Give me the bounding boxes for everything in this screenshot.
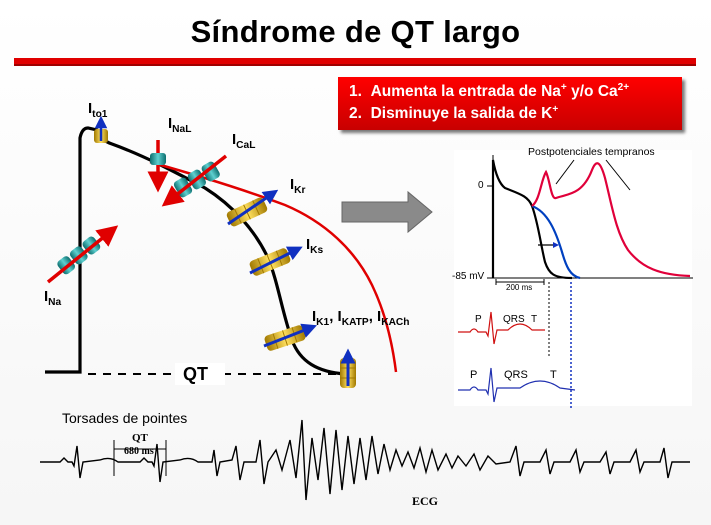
ical-label: ICaL [232,131,256,151]
mechanism-item-1: 1. Aumenta la entrada de Na+ y/o Ca2+ [349,82,630,101]
ecg-bottom-t: T [550,369,557,381]
iks-outward-arrow-icon [249,246,303,275]
ikr-channel-icon [226,189,279,227]
torsades-ecg-trace [40,419,690,501]
ap-duration-label: 200 ms [506,283,533,292]
ikr-label: IKr [290,176,306,196]
prolonged-ap-trace [531,204,581,280]
ito1-label: Ito1 [88,100,108,120]
ecg-bottom-trace [458,367,576,403]
ecg-top-p: P [475,314,482,325]
ecg-label: ECG [412,494,439,508]
iks-channel-icon [249,246,303,276]
ead-ap-trace [531,162,691,278]
ical-inward-arrow-icon [161,154,228,207]
gray-right-arrow-icon [341,190,433,234]
ead-label: Postpotenciales tempranos [528,146,655,158]
qt-label: QT [183,364,208,384]
ikr-outward-arrow-icon [227,189,279,226]
inal-channel-icon [150,153,166,165]
ecg-bottom-p: P [470,369,478,381]
ecg-top-t: T [531,314,538,325]
ecg-top-qrs: QRS [503,314,525,325]
ap-rest-label: -85 mV [452,271,485,282]
torsades-qt-ms: 680 ms [124,446,154,457]
mechanism-box: 1. Aumenta la entrada de Na+ y/o Ca2+ 2.… [338,77,682,130]
ina-inward-arrow-icon [46,225,119,284]
resting-channel-icon [340,348,356,388]
ik1-channel-icon [263,323,317,351]
ito1-channel-icon [94,115,108,143]
ina-label: INa [44,288,62,308]
ik1-outward-arrow-icon [263,323,317,348]
ap-zero-label: 0 [478,180,484,191]
iks-label: IKs [306,236,324,256]
torsades-qt-label: QT [132,432,148,444]
ik-group-label: IK1, IKATP, IKACh [312,308,410,328]
prolonged-ap-curve [149,160,398,373]
inal-label: INaL [168,115,192,135]
ecg-top-trace [458,311,545,345]
ina-channel-icon [46,225,119,284]
mechanism-item-2: 2. Disminuye la salida de K+ [349,104,559,123]
slide-title: Síndrome de QT largo [190,14,521,49]
torsades-label: Torsades de pointes [62,410,188,426]
title-underline [14,58,696,66]
ical-channel-icon [161,154,228,207]
ecg-bottom-qrs: QRS [504,369,528,381]
